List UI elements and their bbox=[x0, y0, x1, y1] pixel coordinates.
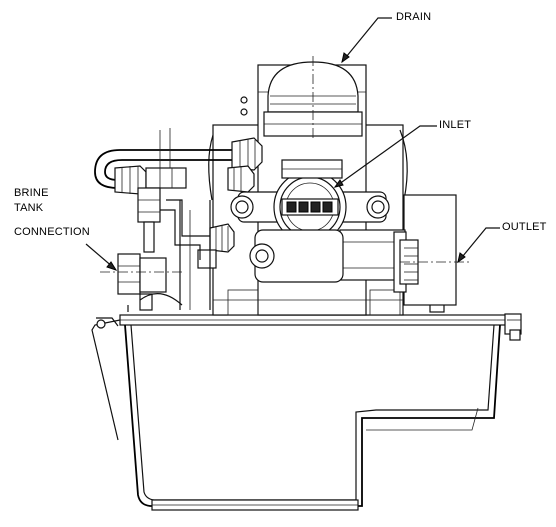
outlet-label: OUTLET bbox=[502, 221, 547, 233]
brine-label-line3: CONNECTION bbox=[14, 226, 90, 238]
brine-label-line1: BRINE bbox=[14, 187, 49, 199]
inlet-fitting bbox=[230, 159, 390, 244]
outlet-fitting bbox=[339, 194, 470, 306]
leader-lines bbox=[85, 17, 500, 271]
drain-label: DRAIN bbox=[396, 11, 432, 23]
brine-connection-fitting bbox=[100, 253, 183, 312]
brine-label-line2: TANK bbox=[14, 202, 44, 214]
inlet-label: INLET bbox=[439, 119, 472, 131]
drain-dome bbox=[263, 56, 363, 140]
lower-fittings bbox=[197, 223, 344, 283]
tube-assembly bbox=[94, 128, 263, 310]
base-tank bbox=[91, 313, 522, 511]
